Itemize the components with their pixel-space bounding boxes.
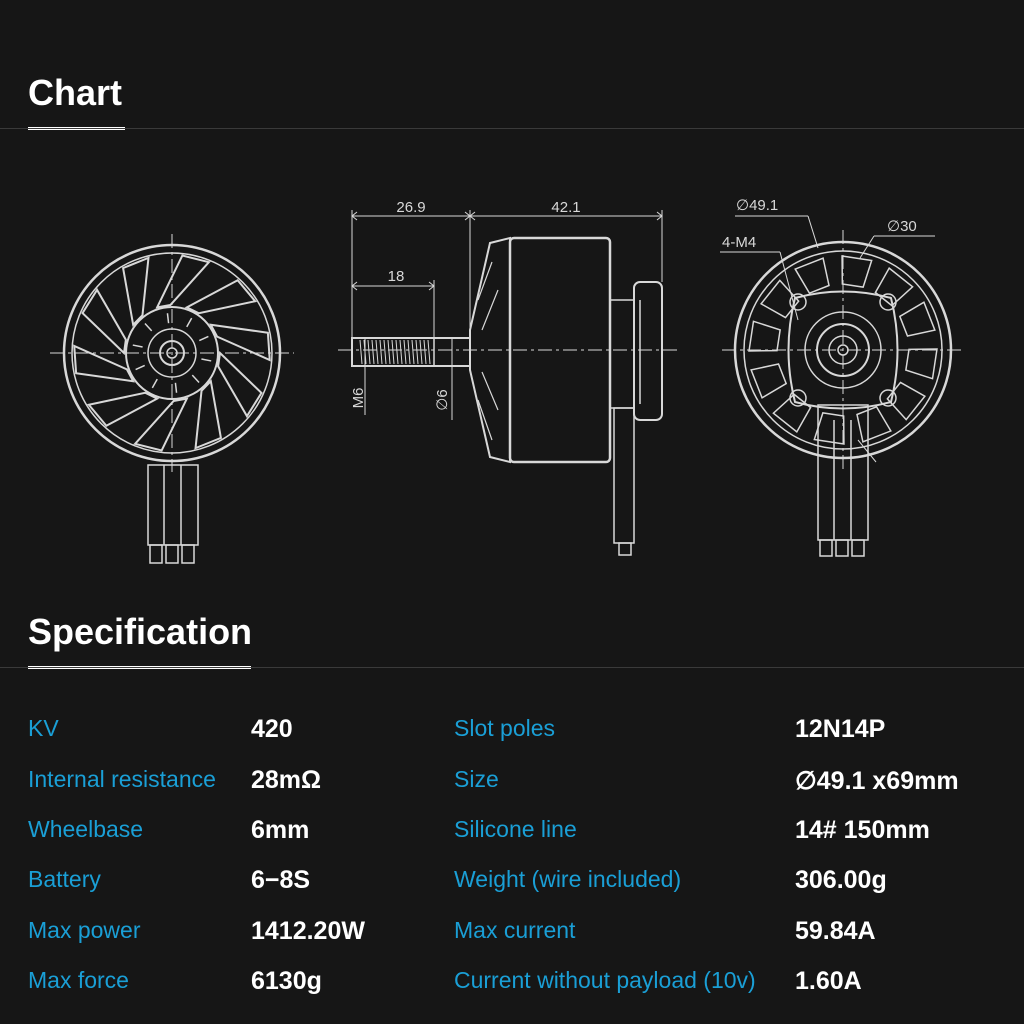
dim-label-42-1: 42.1 xyxy=(551,199,580,216)
motor-technical-drawing: 26.9 42.1 18 M6 ∅6 ∅49.1 ∅30 4-M4 xyxy=(50,197,964,564)
spec-label-battery: Battery xyxy=(28,866,101,892)
dim-label-phi-6: ∅6 xyxy=(434,389,451,410)
spec-value-slot-poles: 12N14P xyxy=(795,715,886,743)
motor-back-view xyxy=(720,215,964,557)
dim-label-4-m4: 4-M4 xyxy=(722,234,756,251)
spec-label-weight: Weight (wire included) xyxy=(454,866,682,892)
spec-value-internal-resistance: 28mΩ xyxy=(251,766,322,794)
spec-label-size: Size xyxy=(454,766,499,792)
spec-value-silicone-line: 14# 150mm xyxy=(795,816,930,844)
spec-value-max-force: 6130g xyxy=(251,967,322,995)
spec-label-wheelbase: Wheelbase xyxy=(28,816,144,842)
spec-value-battery: 6−8S xyxy=(251,866,311,894)
spec-value-wheelbase: 6mm xyxy=(251,816,310,844)
dim-label-m6: M6 xyxy=(350,388,367,409)
spec-value-max-current: 59.84A xyxy=(795,917,876,945)
motor-side-view xyxy=(338,210,678,556)
spec-label-slot-poles: Slot poles xyxy=(454,715,556,741)
spec-value-weight: 306.00g xyxy=(795,866,887,894)
spec-value-size: ∅49.1 x69mm xyxy=(795,767,959,795)
spec-label-max-power: Max power xyxy=(28,917,141,943)
dim-label-phi-49-1: ∅49.1 xyxy=(736,197,778,214)
spec-value-max-power: 1412.20W xyxy=(251,917,365,945)
chart-divider xyxy=(0,128,1024,129)
spec-label-internal-resistance: Internal resistance xyxy=(28,766,216,792)
dim-label-26-9: 26.9 xyxy=(396,199,425,216)
motor-front-view xyxy=(50,234,294,564)
chart-section-title: Chart xyxy=(28,72,123,113)
spec-label-silicone-line: Silicone line xyxy=(454,816,577,842)
spec-label-current-without-payload: Current without payload (10v) xyxy=(454,967,756,993)
spec-label-max-current: Max current xyxy=(454,917,576,943)
specification-section-title: Specification xyxy=(28,611,253,652)
spec-value-kv: 420 xyxy=(251,715,293,743)
spec-value-current-without-payload: 1.60A xyxy=(795,967,862,995)
specification-divider xyxy=(0,667,1024,668)
dim-label-phi-30: ∅30 xyxy=(887,218,917,235)
spec-label-max-force: Max force xyxy=(28,967,129,993)
spec-label-kv: KV xyxy=(28,715,59,741)
dim-label-18: 18 xyxy=(388,268,405,285)
